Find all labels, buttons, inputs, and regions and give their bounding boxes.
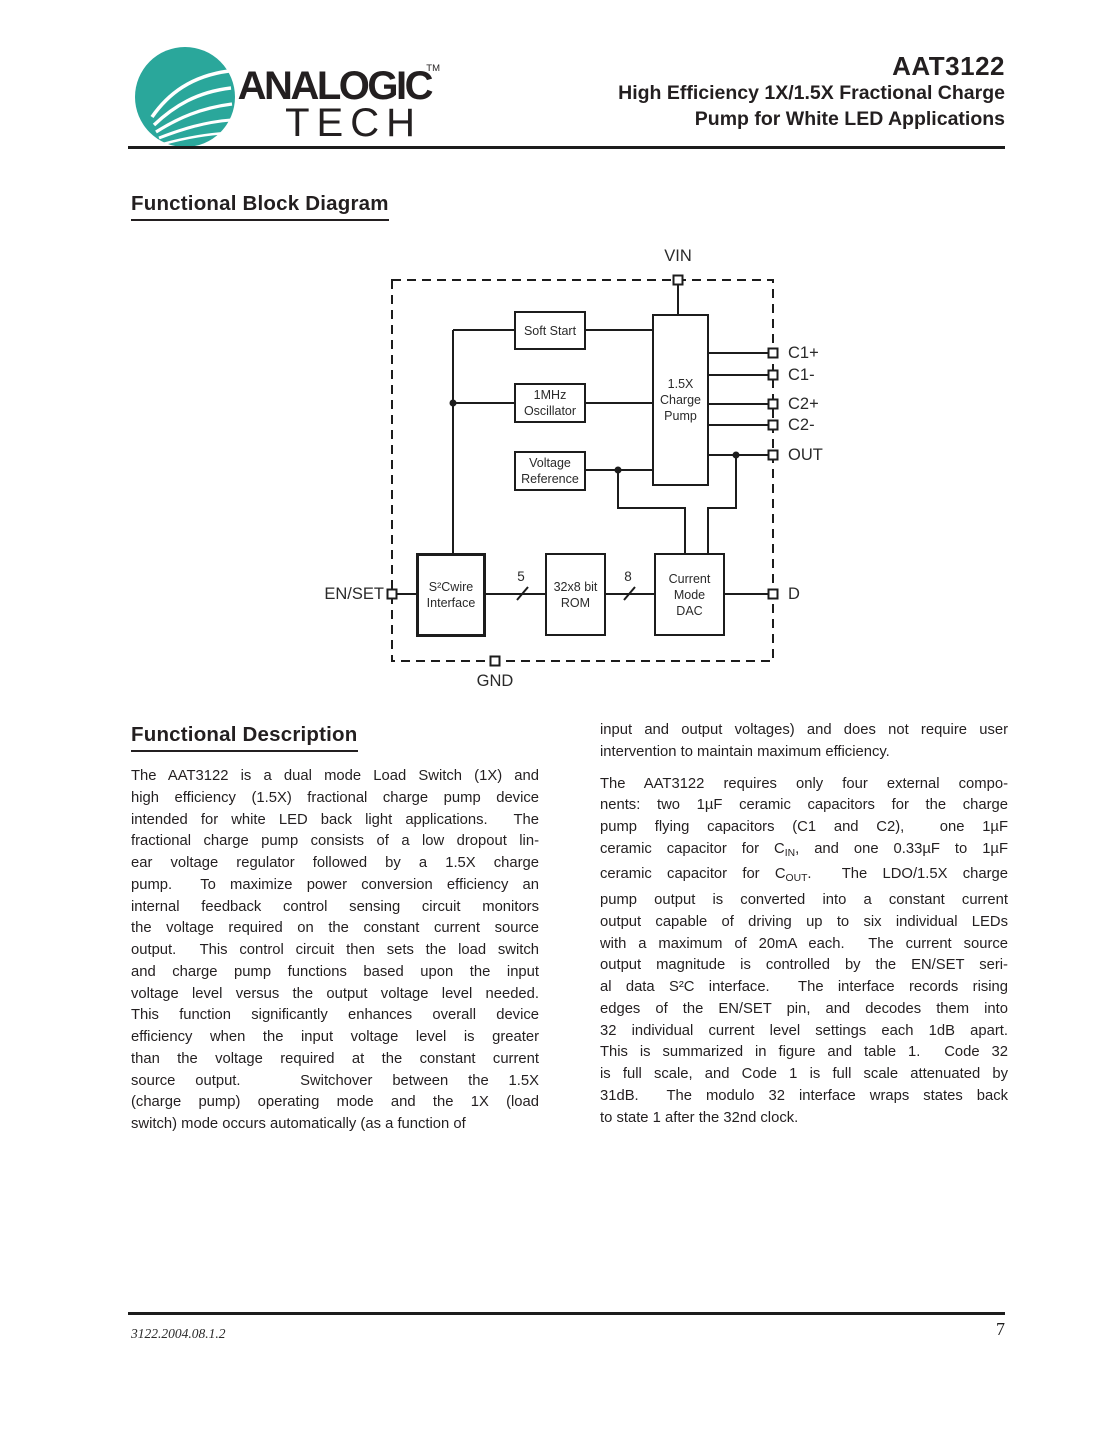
- page-number: 7: [996, 1319, 1005, 1339]
- pin-terminals: [386, 274, 779, 667]
- bus-slash-8: [623, 586, 636, 601]
- block-soft-start: Soft Start: [514, 311, 586, 350]
- pin-c1plus-terminal: [767, 347, 779, 359]
- paragraph: The AAT3122 is a dual mode Load Switch (…: [131, 768, 539, 1132]
- description-column-right: input and output voltages) and does not …: [600, 720, 1008, 1129]
- junction-dot: [614, 466, 622, 474]
- block-diagram-heading: Functional Block Diagram: [131, 192, 389, 221]
- trademark-symbol: TM: [426, 63, 440, 74]
- junction-dots: [449, 399, 740, 474]
- junction-dot: [732, 451, 740, 459]
- pin-label-c1plus: C1+: [788, 344, 819, 362]
- pin-label-out: OUT: [788, 446, 823, 464]
- wire-left-rail: [452, 329, 514, 553]
- pin-label-c2plus: C2+: [788, 395, 819, 413]
- description-column-left: The AAT3122 is a dual mode Load Switch (…: [131, 766, 539, 1136]
- block-label-line: Oscillator: [523, 404, 577, 418]
- pin-label-enset: EN/SET: [324, 585, 384, 603]
- brand-name-top: ANALOGIC: [238, 64, 433, 108]
- paragraph: input and output voltages) and does not …: [600, 722, 1008, 760]
- block-label-line: Reference: [521, 472, 579, 486]
- block-label-line: Soft Start: [523, 323, 577, 338]
- bus-slash-5: [516, 586, 529, 601]
- pin-c2plus-terminal: [767, 398, 779, 410]
- description-heading: Functional Description: [131, 723, 358, 752]
- pin-out-terminal: [767, 449, 779, 461]
- pin-c1minus-terminal: [767, 369, 779, 381]
- block-label-line: 1.5X: [667, 377, 694, 391]
- block-label-line: DAC: [676, 603, 703, 618]
- block-label-line: Voltage: [529, 456, 571, 470]
- header-rule: [128, 146, 1005, 149]
- brand-name-bottom: TECH: [285, 101, 422, 145]
- doc-subtitle-line1: High Efficiency 1X/1.5X Fractional Charg…: [618, 82, 1005, 104]
- pin-gnd-terminal: [489, 655, 501, 667]
- wire-vref-to-dac: [617, 470, 686, 553]
- block-label-line: ROM: [560, 595, 591, 610]
- junction-dot: [449, 399, 457, 407]
- title-block: AAT3122 High Efficiency 1X/1.5X Fraction…: [618, 52, 1005, 132]
- block-label-line: 32x8 bit: [553, 579, 598, 594]
- analogictech-logo: ANALOGIC TM TECH: [135, 47, 440, 147]
- block-label-line: Charge: [660, 393, 701, 407]
- block-label-line: Mode: [673, 587, 706, 602]
- block-label-line: Pump: [664, 409, 697, 423]
- pin-label-d: D: [788, 585, 800, 603]
- pin-enset-terminal: [386, 588, 398, 600]
- pin-label-c1minus: C1-: [788, 366, 815, 384]
- doc-subtitle-line2: Pump for White LED Applications: [694, 108, 1005, 130]
- pin-c2minus-terminal: [767, 419, 779, 431]
- footer-rule: [128, 1312, 1005, 1315]
- wire-out-to-dac: [707, 455, 737, 553]
- pin-label-c2minus: C2-: [788, 416, 815, 434]
- paragraph: The AAT3122 requires only four external …: [600, 775, 1008, 1126]
- block-label-line: 1MHz: [533, 388, 567, 402]
- ic-boundary: [391, 279, 774, 662]
- pin-label-vin: VIN: [664, 247, 692, 265]
- wires: [397, 285, 769, 601]
- bus-width-5: 5: [517, 569, 525, 584]
- pin-vin-terminal: [672, 274, 684, 286]
- pin-d-terminal: [767, 588, 779, 600]
- block-label-line: S²Cwire: [428, 580, 474, 594]
- part-number: AAT3122: [892, 51, 1005, 81]
- block-label-line: Interface: [426, 596, 476, 610]
- bus-width-8: 8: [624, 569, 632, 584]
- document-code: 3122.2004.08.1.2: [131, 1326, 226, 1341]
- diagram-canvas: [386, 274, 779, 667]
- pin-label-gnd: GND: [476, 672, 514, 690]
- leaf-icon: [150, 69, 233, 146]
- block-label-line: Current: [668, 571, 711, 586]
